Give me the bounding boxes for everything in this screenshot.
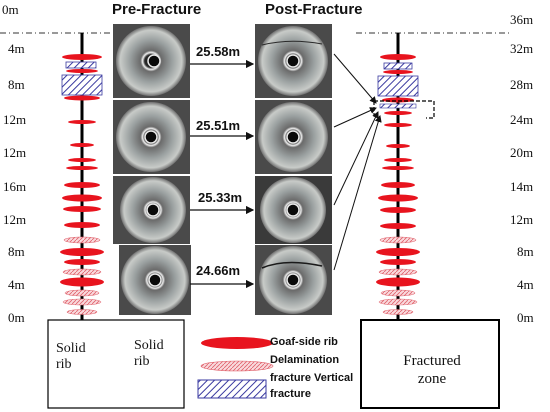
right-tick-1: 32m <box>510 41 534 56</box>
right-column-features <box>376 54 420 315</box>
right-tick-5: 14m <box>510 179 534 194</box>
pre-fracture-images <box>113 24 191 315</box>
left-tick-3: 12m <box>3 112 27 127</box>
left-tick-2: 8m <box>8 77 25 92</box>
fracture-bracket <box>374 100 435 119</box>
right-bottom-box <box>360 319 500 409</box>
distance-label-3: 25.33m <box>198 190 243 205</box>
legend-delamination-symbol <box>200 360 274 372</box>
right-tick-6: 12m <box>510 212 534 227</box>
solid-rib-label-a: Solid rib <box>56 341 86 372</box>
left-tick-9: 0m <box>8 310 25 325</box>
left-bottom-box <box>47 319 185 409</box>
left-tick-6: 12m <box>3 212 27 227</box>
distance-label-4: 24.66m <box>196 263 241 278</box>
right-tick-8: 4m <box>517 277 534 292</box>
legend-vertical-label-1: fracture Vertical <box>270 372 354 384</box>
right-tick-7: 8m <box>517 244 534 259</box>
left-column-features <box>60 54 104 315</box>
solid-rib-label-b: Solid rib <box>134 338 164 369</box>
legend-goaf-label: Goaf-side rib <box>270 336 338 348</box>
arrow-right-icons <box>190 59 255 289</box>
right-tick-9: 0m <box>517 310 534 325</box>
right-tick-3: 24m <box>510 112 534 127</box>
left-tick-7: 8m <box>8 244 25 259</box>
post-fracture-images <box>255 24 332 315</box>
fractured-zone-label: Fractured zone <box>403 353 461 387</box>
left-tick-5: 16m <box>3 179 27 194</box>
distance-label-2: 25.51m <box>196 118 241 133</box>
legend-delamination-label: Delamination <box>270 354 340 366</box>
left-tick-1: 4m <box>8 41 25 56</box>
post-fracture-header: Post-Fracture <box>265 1 363 18</box>
legend-vertical-symbol <box>197 379 267 399</box>
right-tick-2: 28m <box>510 77 534 92</box>
left-tick-4: 12m <box>3 145 27 160</box>
legend-vertical-label-2: fracture <box>270 388 311 400</box>
right-tick-0: 36m <box>510 12 534 27</box>
distance-label-1: 25.58m <box>196 44 241 59</box>
pointer-arrows <box>333 53 382 271</box>
left-tick-0: 0m <box>2 2 19 17</box>
pre-fracture-header: Pre-Fracture <box>112 1 202 18</box>
left-tick-8: 4m <box>8 277 25 292</box>
right-tick-4: 20m <box>510 145 534 160</box>
legend-goaf-symbol <box>201 337 273 349</box>
